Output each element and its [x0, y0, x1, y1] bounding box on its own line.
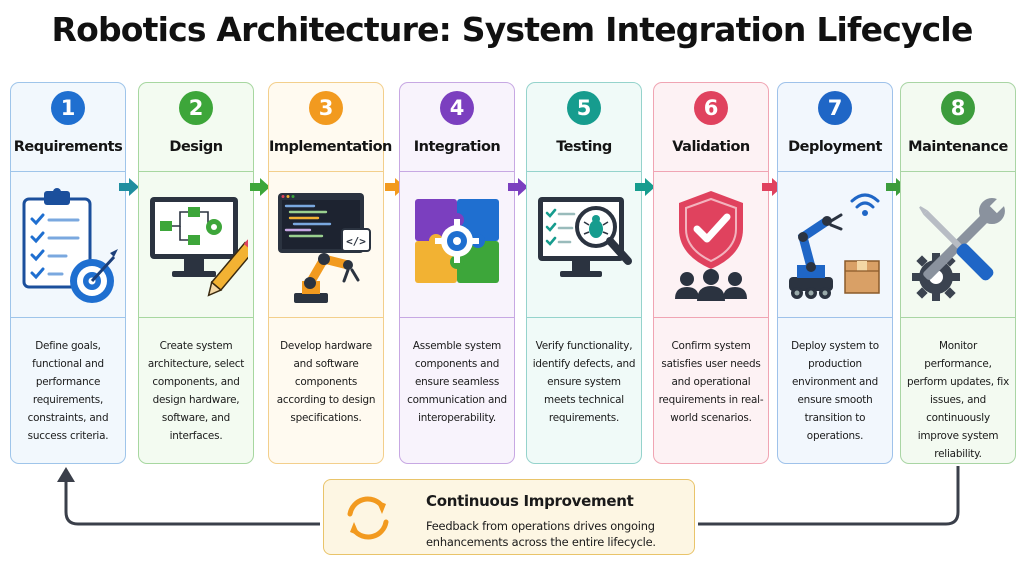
stage-title: Implementation	[269, 139, 392, 155]
stage-number: 7	[818, 91, 852, 125]
stage-description: Assemble system components and ensure se…	[407, 340, 507, 424]
clipboard-target-icon	[22, 188, 118, 303]
stage-description: Confirm system satisfies user needs and …	[658, 340, 764, 424]
stage-deployment: 7 Deployment Deploy system to production…	[777, 82, 893, 464]
stage-title: Maintenance	[908, 139, 1008, 155]
stage-title: Design	[169, 139, 223, 155]
robot-arm-wifi-box-icon	[789, 193, 880, 299]
stage-description: Deploy system to production environment …	[791, 340, 879, 442]
stage-description: Verify functionality, identify defects, …	[532, 340, 636, 424]
stage-title: Validation	[672, 139, 750, 155]
code-robot-arm-icon: </>	[278, 193, 371, 303]
monitor-diagram-pencil-icon	[150, 197, 248, 297]
stage-number: 2	[179, 91, 213, 125]
continuous-improvement-description: Feedback from operations drives ongoing …	[426, 519, 656, 549]
stage-number: 5	[567, 91, 601, 125]
stage-title: Integration	[413, 139, 501, 155]
puzzle-gear-icon	[415, 199, 499, 283]
stage-title: Requirements	[13, 139, 123, 155]
stage-validation: 6 Validation Confirm system satisfies us…	[653, 82, 769, 464]
stage-description: Define goals, functional and performance…	[27, 340, 109, 442]
arrow-right-icon	[635, 178, 655, 196]
continuous-improvement-panel: Continuous Improvement Feedback from ope…	[323, 479, 695, 555]
stage-number: 3	[309, 91, 343, 125]
stage-implementation: 3 Implementation </> Develop hardware an…	[268, 82, 392, 464]
arrow-right-icon	[250, 178, 270, 196]
stage-description: Monitor performance, perform updates, fi…	[906, 340, 1010, 460]
shield-check-users-icon	[675, 191, 747, 301]
stage-number: 4	[440, 91, 474, 125]
stage-maintenance: 8 Maintenance Monitor performance, perfo…	[900, 82, 1016, 464]
stage-number: 1	[51, 91, 85, 125]
stage-title: Testing	[556, 139, 612, 155]
stage-testing: 5 Testing Verify functionality, identify…	[526, 82, 642, 464]
stage-description: Create system architecture, select compo…	[147, 340, 245, 442]
page-title: Robotics Architecture: System Integratio…	[51, 10, 973, 49]
stage-number: 6	[694, 91, 728, 125]
refresh-cycle-icon	[347, 496, 389, 540]
svg-text:</>: </>	[346, 235, 366, 248]
stage-integration: 4 Integration Assemble system components…	[399, 82, 515, 464]
arrow-right-icon	[508, 178, 528, 196]
wrench-screwdriver-gear-icon	[912, 197, 1006, 301]
stage-design: 2 Design Create system architecture, sel…	[138, 82, 254, 464]
stage-number: 8	[941, 91, 975, 125]
stage-title: Deployment	[788, 139, 882, 155]
stage-requirements: 1 Requirements Define goals, functional …	[10, 82, 126, 464]
arrow-right-icon	[119, 178, 139, 196]
continuous-improvement-title: Continuous Improvement	[426, 492, 634, 510]
stage-description: Develop hardware and software components…	[276, 340, 376, 424]
monitor-bug-magnifier-icon	[538, 197, 632, 277]
